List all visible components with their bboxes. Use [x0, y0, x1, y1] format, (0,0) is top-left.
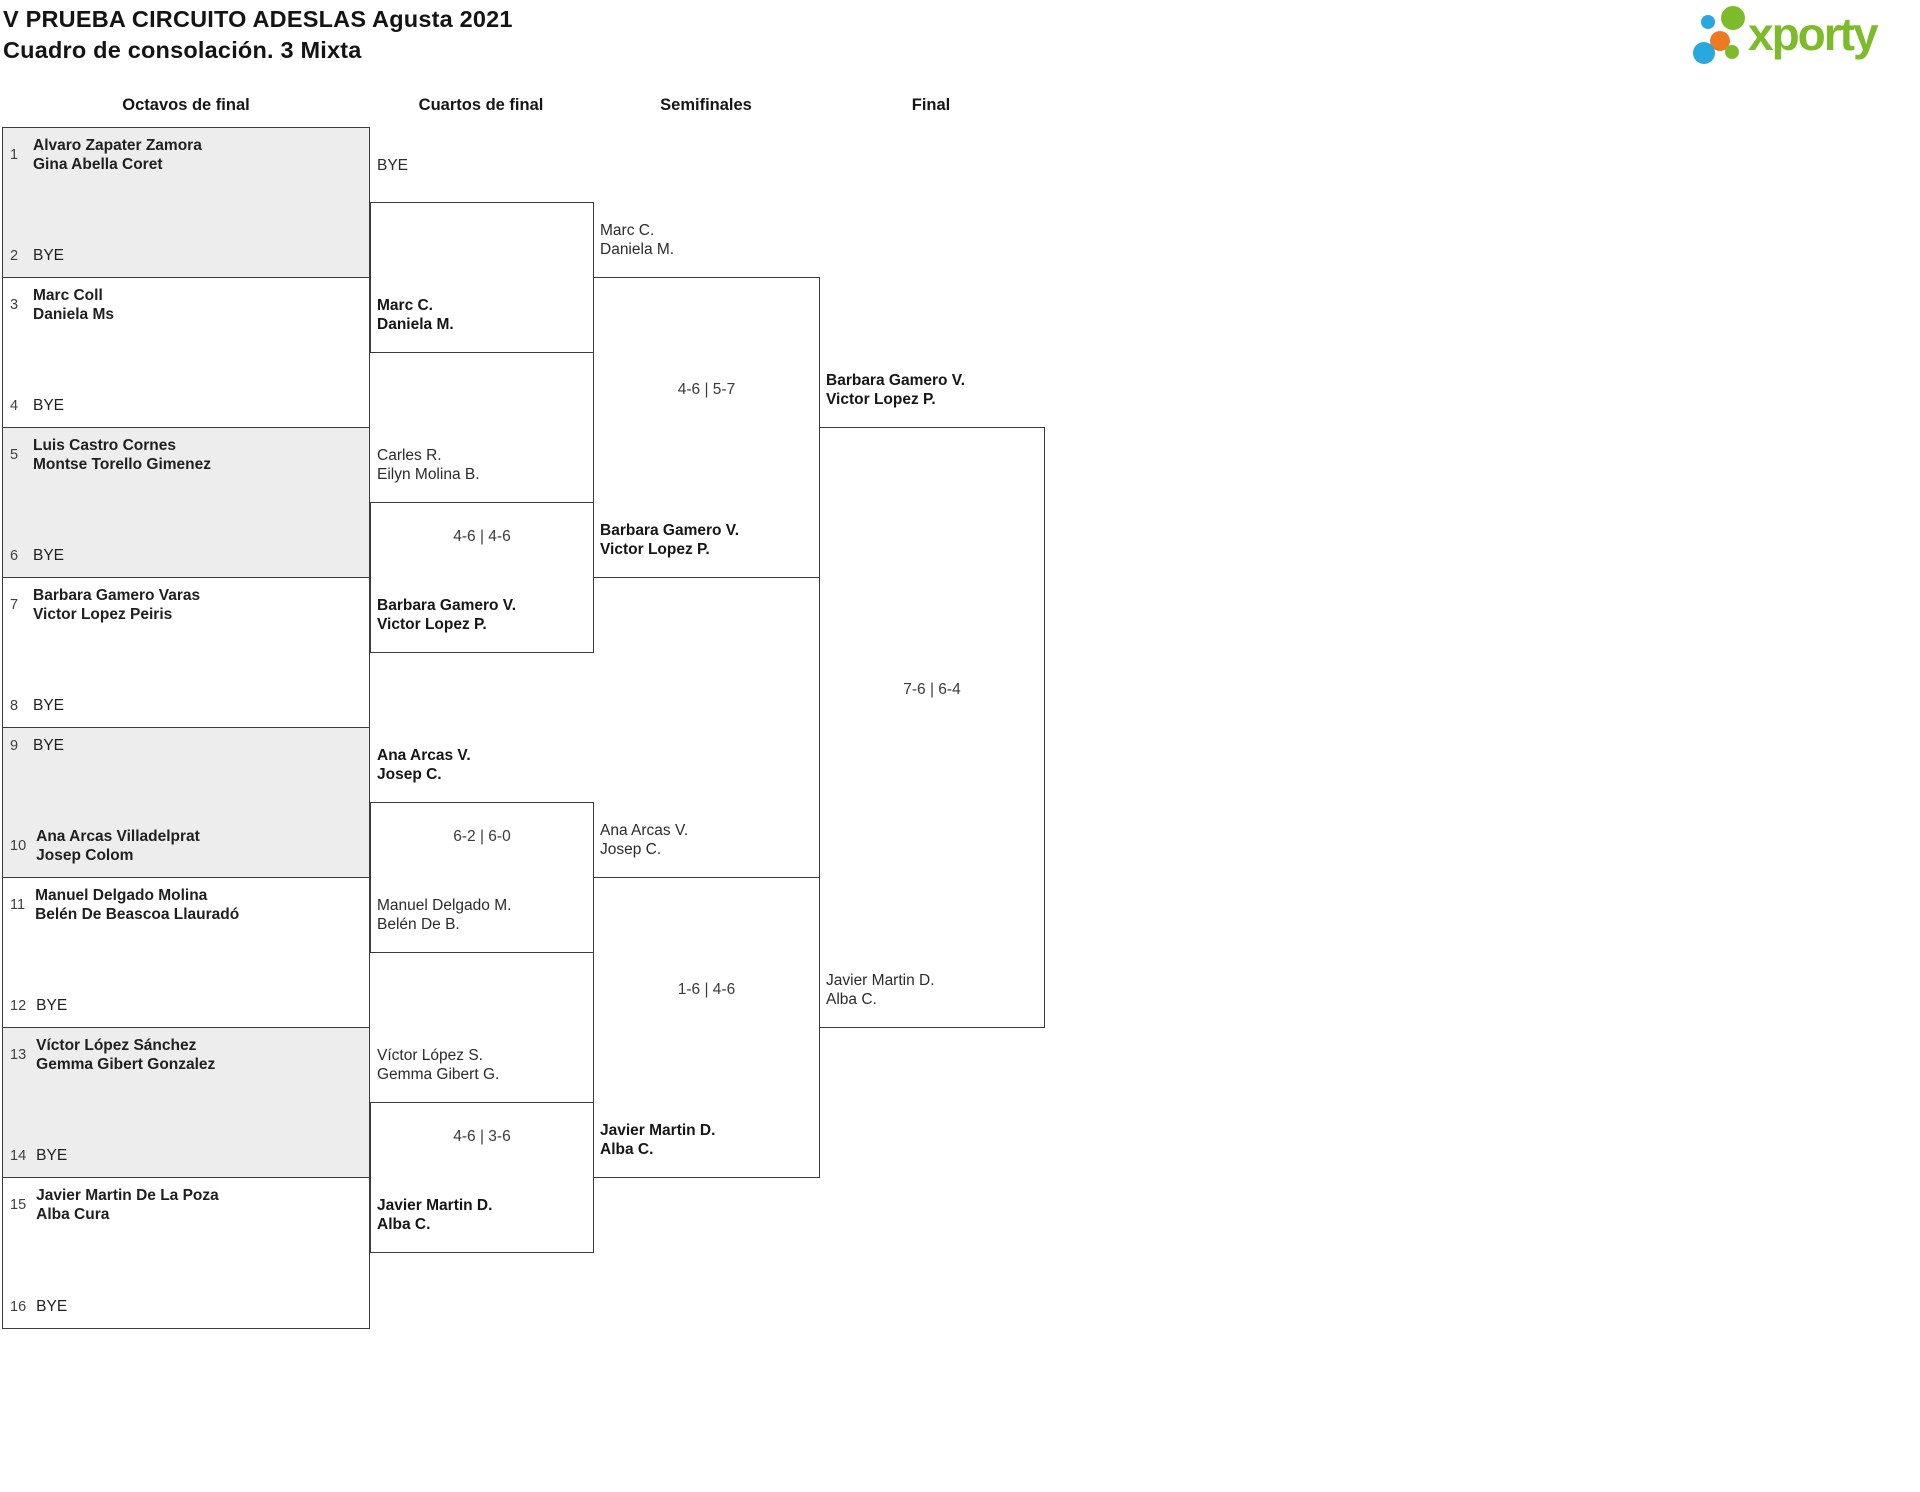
seed-number: 2 [10, 247, 19, 264]
page-subtitle: Cuadro de consolación. 3 Mixta [3, 37, 362, 63]
player-names: BYE [36, 1147, 68, 1164]
match-score [370, 226, 594, 248]
player-names: BYE [36, 997, 68, 1014]
match-participant: Marc C.Daniela M. [600, 222, 675, 258]
xporty-logo-dots-icon: xporty [1693, 6, 1881, 64]
match-participant: BYE [377, 157, 409, 174]
bracket-slot-6: 6 BYE [10, 546, 365, 565]
bracket-slot-9: 9 BYE [10, 736, 365, 755]
round-header-octavos: Octavos de final [122, 96, 250, 114]
match-participant: Javier Martin D.Alba C. [826, 972, 935, 1008]
match-participant: Ana Arcas V.Josep C. [377, 747, 471, 783]
player-names: BYE [33, 547, 65, 564]
player-names: BYE [33, 247, 65, 264]
match-participant: Javier Martin D.Alba C. [600, 1122, 716, 1158]
player-names: BYE [33, 697, 65, 714]
round-header-final: Final [911, 96, 951, 114]
seed-number: 9 [10, 737, 19, 754]
match-score: 1-6 | 4-6 [677, 981, 736, 998]
match-score: 4-6 | 3-6 [453, 1128, 511, 1145]
final-match-box [819, 427, 1045, 1028]
match-score: 7-6 | 6-4 [903, 681, 961, 698]
match-score: 6-2 | 6-0 [453, 828, 511, 845]
match-score: 4-6 | 5-7 [677, 381, 736, 398]
seed-number: 1 [10, 147, 19, 163]
match-participant: Barbara Gamero V.Victor Lopez P. [826, 372, 966, 408]
match-participant: Víctor López S.Gemma Gibert G. [377, 1047, 500, 1083]
bracket-slot-14: 14 BYE [10, 1146, 365, 1165]
round-header-semifinales: Semifinales [660, 96, 752, 114]
seed-number: 10 [10, 838, 27, 854]
page-header: V PRUEBA CIRCUITO ADESLAS Agusta 2021 Cu… [3, 4, 513, 66]
seed-number: 16 [10, 1298, 27, 1315]
seed-number: 3 [10, 297, 19, 313]
match-participant: Carles R.Eilyn Molina B. [377, 447, 480, 483]
match-participant: Barbara Gamero V.Victor Lopez P. [377, 597, 517, 633]
match-participant: Barbara Gamero V.Victor Lopez P. [600, 522, 740, 558]
player-names: BYE [33, 737, 65, 754]
player-names: BYE [33, 397, 65, 414]
seed-number: 5 [10, 447, 19, 463]
seed-number: 13 [10, 1047, 27, 1063]
player-names: BYE [36, 1298, 68, 1315]
page-title: V PRUEBA CIRCUITO ADESLAS Agusta 2021 [3, 6, 513, 32]
seed-number: 7 [10, 597, 19, 613]
seed-number: 12 [10, 997, 27, 1014]
match-score: 4-6 | 4-6 [453, 528, 511, 545]
bracket-slot-2: 2 BYE [10, 246, 365, 265]
seed-number: 15 [10, 1197, 27, 1213]
round-header-cuartos: Cuartos de final [418, 96, 544, 114]
xporty-logo-text: xporty [1748, 8, 1879, 60]
bracket-slot-8: 8 BYE [10, 696, 365, 715]
match-participant: Javier Martin D.Alba C. [377, 1197, 493, 1233]
bracket-slot-16: 16 BYE [10, 1297, 365, 1316]
seed-number: 14 [10, 1147, 27, 1164]
xporty-logo: xporty [1692, 2, 1920, 66]
match-participant: Manuel Delgado M.Belén De B. [377, 897, 512, 933]
seed-number: 4 [10, 397, 19, 414]
seed-number: 8 [10, 697, 19, 714]
bracket-slot-12: 12 BYE [10, 996, 365, 1015]
seed-number: 6 [10, 547, 19, 564]
match-participant: Ana Arcas V.Josep C. [600, 822, 689, 858]
seed-number: 11 [10, 897, 26, 913]
match-participant: Marc C.Daniela M. [377, 297, 454, 333]
bracket-slot-4: 4 BYE [10, 396, 365, 415]
